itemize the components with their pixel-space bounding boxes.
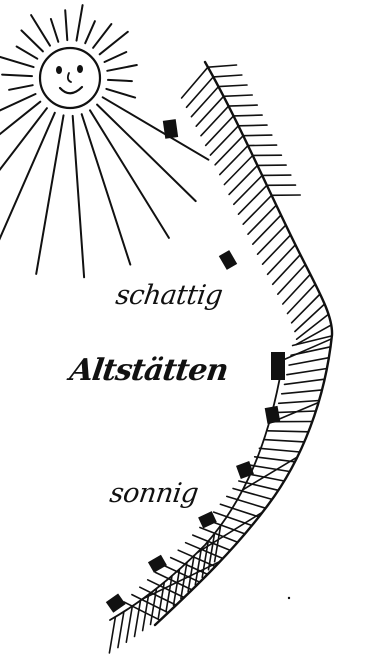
house-icon [198, 511, 217, 528]
sun-ray [93, 24, 111, 48]
hatch-line [135, 601, 141, 637]
sun-icon [0, 5, 208, 277]
hatch-line [287, 369, 327, 375]
sun-ray [106, 89, 135, 98]
sun-left-eye [56, 66, 62, 74]
sun-nose [68, 73, 71, 82]
sun-ray [73, 116, 84, 277]
hatch-line [206, 116, 234, 145]
hatch-line [285, 379, 325, 384]
hatch-line [219, 85, 248, 87]
sun-ray [36, 115, 63, 274]
hatch-line [214, 512, 252, 525]
hatch-line [213, 75, 242, 77]
sun-ray [108, 80, 132, 81]
sun-ray [0, 57, 34, 67]
ink-speck [288, 597, 290, 599]
hatch-line [253, 215, 281, 244]
hatch-line [208, 65, 237, 67]
hatch-line [243, 195, 271, 224]
hatch-line [109, 617, 115, 653]
hatch-line [295, 304, 325, 332]
house-icon [148, 555, 167, 573]
house-icon [219, 250, 237, 270]
hatch-line [248, 205, 276, 234]
sun-ray [17, 47, 38, 59]
sun-ray [0, 108, 47, 223]
hatch-line [273, 255, 301, 285]
hatch-line [182, 67, 208, 98]
hatch-line [292, 294, 321, 323]
label-sunny: sonnig [108, 480, 200, 507]
sun-ray [0, 94, 36, 143]
hatch-line [118, 612, 124, 648]
label-town-name: Altstätten [68, 356, 230, 386]
hatching-bottom [109, 526, 220, 653]
house-icon [106, 593, 126, 612]
hatch-line [224, 156, 252, 185]
hatch-line [187, 77, 214, 107]
sun-ray [31, 15, 50, 46]
hatch-line [148, 580, 184, 598]
hatch-line [258, 225, 286, 254]
sun-rays [0, 5, 208, 277]
hatch-line [264, 440, 304, 442]
hatch-line [126, 606, 132, 642]
sun-ray [9, 85, 33, 90]
hatch-line [283, 274, 311, 304]
ridge-crest [155, 62, 332, 625]
hatch-line [215, 136, 243, 165]
hatch-line [239, 185, 267, 214]
sun-ray [103, 97, 209, 159]
sun-ray [77, 5, 83, 41]
hatch-line [243, 135, 272, 136]
hatching-shady-side [124, 65, 332, 620]
hatch-line [282, 390, 322, 394]
house-icon [163, 119, 178, 139]
hatch-line [248, 145, 277, 146]
sun-face-icon [56, 65, 83, 93]
sun-ray [85, 21, 95, 43]
house-icon [265, 406, 281, 424]
hatch-line [158, 582, 164, 618]
sun-ray [2, 75, 32, 77]
hatch-line [229, 165, 257, 194]
hatch-line [268, 431, 309, 432]
hatch-line [278, 265, 306, 295]
hatch-line [289, 358, 329, 365]
house-icon [271, 352, 285, 380]
hatch-line [234, 115, 263, 116]
hatch-line [279, 401, 319, 404]
hatch-line [201, 106, 229, 136]
sun-ray [107, 65, 137, 71]
hatch-line [288, 284, 316, 313]
hatch-line [166, 576, 172, 612]
hatch-line [268, 245, 296, 274]
hatch-line [210, 126, 238, 155]
hatch-line [220, 146, 248, 175]
sun-disc [40, 48, 100, 108]
hatch-line [238, 125, 267, 126]
hatch-line [259, 448, 299, 452]
sun-ray [51, 19, 58, 42]
hatch-line [229, 105, 258, 106]
hatch-line [124, 602, 160, 620]
hatch-line [263, 235, 291, 264]
sun-ray [65, 10, 67, 40]
sun-ray [97, 105, 196, 202]
hatch-line [224, 95, 253, 96]
hatch-line [255, 457, 295, 462]
sun-right-eye [77, 65, 83, 73]
label-shady: schattig [114, 282, 224, 309]
sun-mouth [60, 87, 82, 93]
sun-ray [105, 52, 127, 62]
hatch-line [196, 96, 223, 126]
house-icon [236, 461, 254, 479]
sun-ray [21, 30, 43, 51]
hatch-line [220, 504, 258, 517]
hatch-line [234, 175, 262, 204]
hatch-line [191, 87, 218, 117]
